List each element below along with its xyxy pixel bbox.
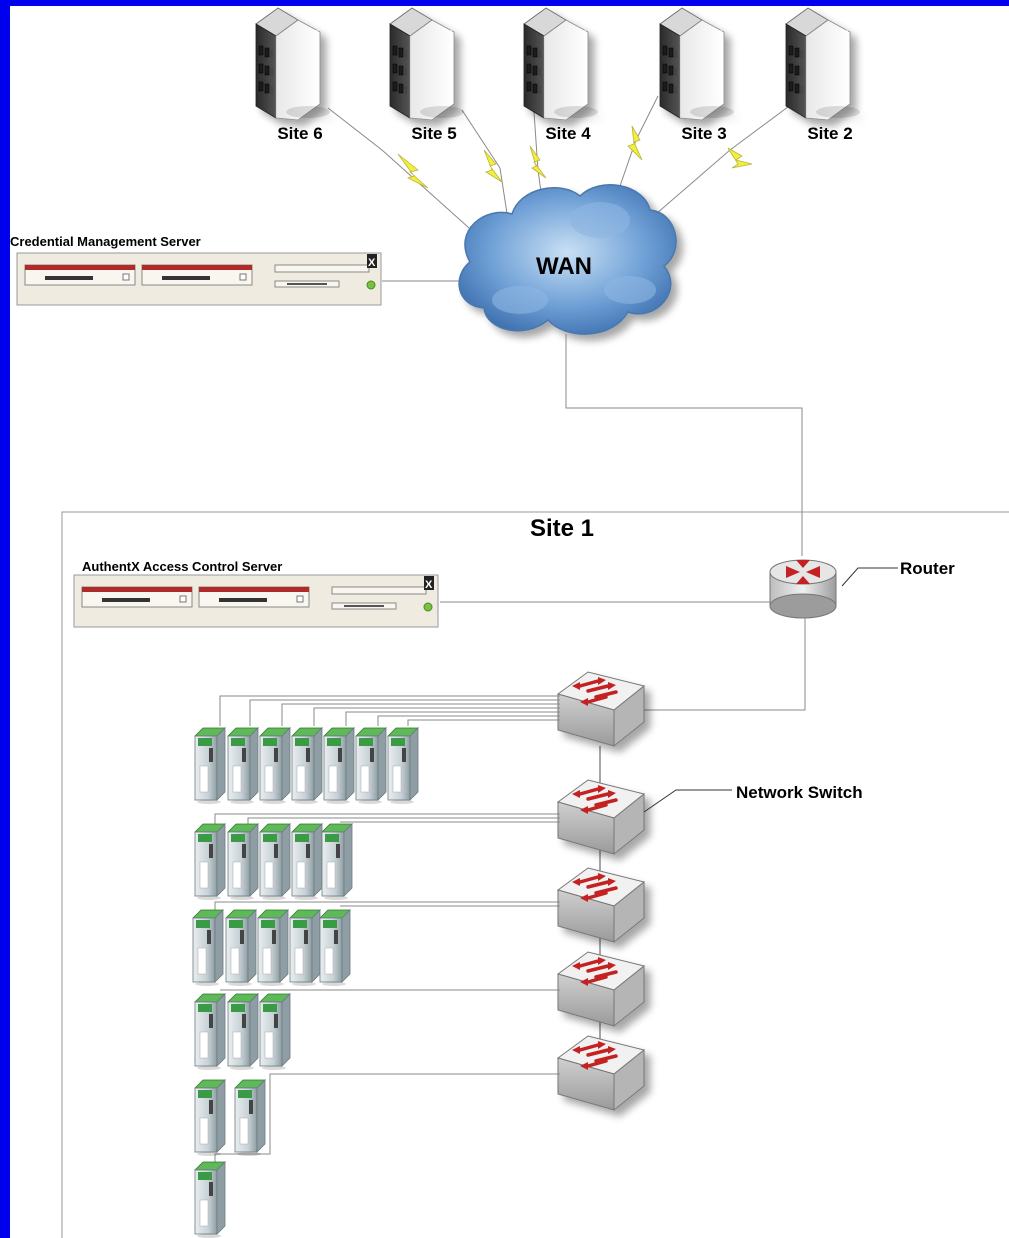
access-panel-icon	[323, 727, 355, 805]
access-panel-icon	[319, 909, 351, 987]
panel-row-5	[194, 1079, 266, 1238]
access-panel-icon	[257, 909, 289, 987]
switch-3-icon	[556, 866, 646, 944]
access-panel-icon	[225, 909, 257, 987]
switch-callout	[643, 789, 732, 813]
site3-label: Site 3	[681, 124, 726, 143]
access-panel-icon	[291, 823, 323, 901]
site4-server-icon	[523, 7, 599, 121]
switch-2-icon	[556, 778, 646, 856]
site5-label: Site 5	[411, 124, 456, 143]
access-panel-icon	[194, 993, 226, 1071]
wan-label: WAN	[536, 253, 592, 280]
switch-5-icon	[556, 1034, 646, 1112]
panel-row-1	[194, 727, 419, 805]
top-frame-bar	[0, 0, 1009, 6]
access-panel-icon	[227, 993, 259, 1071]
access-panel-icon	[387, 727, 419, 805]
router-label: Router	[900, 559, 955, 578]
switch-label: Network Switch	[736, 783, 863, 802]
left-frame-bar	[0, 0, 10, 1238]
access-panel-icon	[259, 993, 291, 1071]
access-server-icon	[73, 574, 439, 628]
access-panel-icon	[227, 727, 259, 805]
access-panel-icon	[194, 727, 226, 805]
switch-1-icon	[556, 670, 646, 748]
site6-label: Site 6	[277, 124, 322, 143]
panel-row-4	[194, 993, 291, 1071]
credential-server-title: Credential Management Server	[10, 234, 201, 249]
access-panel-icon	[259, 727, 291, 805]
access-panel-icon	[194, 1161, 226, 1238]
panel-row-2	[194, 823, 353, 901]
wan-cloud-icon	[458, 184, 677, 335]
site2-label: Site 2	[807, 124, 852, 143]
access-panel-icon	[259, 823, 291, 901]
access-panel-icon	[234, 1079, 266, 1157]
site4-label: Site 4	[545, 124, 591, 143]
router-icon	[769, 559, 837, 619]
access-panel-icon	[192, 909, 224, 987]
credential-server-icon	[16, 252, 382, 306]
access-panel-icon	[355, 727, 387, 805]
wan-router-link	[565, 334, 803, 556]
access-panel-icon	[194, 1079, 226, 1157]
switch-4-icon	[556, 950, 646, 1028]
access-panel-icon	[321, 823, 353, 901]
site1-boundary	[61, 511, 1009, 1238]
site5-server-icon	[389, 7, 465, 121]
site6-server-icon	[255, 7, 331, 121]
router-switch-link	[640, 618, 806, 711]
site2-server-icon	[785, 7, 861, 121]
site3-server-icon	[659, 7, 735, 121]
wan-lightning-bolts	[397, 125, 753, 189]
access-server-title: AuthentX Access Control Server	[82, 559, 282, 574]
site1-label: Site 1	[530, 515, 594, 542]
access-panel-icon	[194, 823, 226, 901]
access-panel-icon	[291, 727, 323, 805]
panel-bus-lines	[214, 695, 560, 1164]
access-panel-icon	[227, 823, 259, 901]
router-callout	[841, 567, 898, 587]
panel-row-3	[192, 909, 351, 987]
access-panel-icon	[289, 909, 321, 987]
